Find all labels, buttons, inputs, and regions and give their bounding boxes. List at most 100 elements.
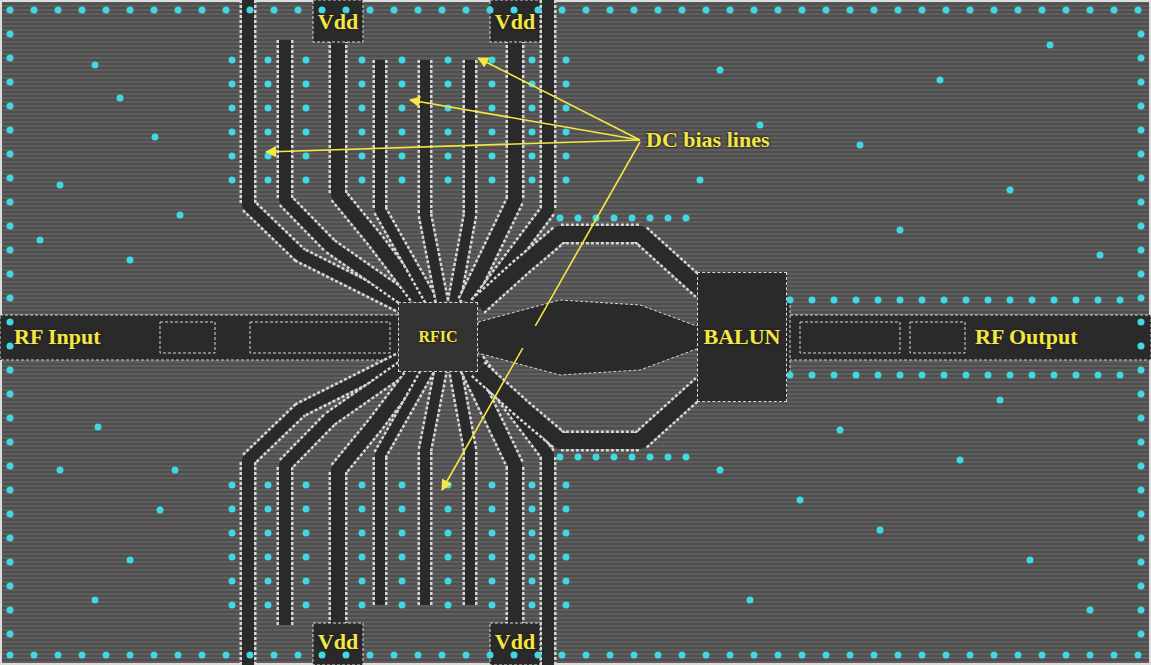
via [229, 530, 236, 537]
via [943, 652, 950, 659]
via [445, 129, 452, 136]
via [563, 177, 570, 184]
via [487, 652, 494, 659]
via [1111, 652, 1118, 659]
via [823, 7, 830, 14]
via [631, 652, 638, 659]
via [489, 506, 496, 513]
via [751, 652, 758, 659]
via [1138, 31, 1145, 38]
via [7, 343, 14, 350]
via [991, 7, 998, 14]
trace-gap [425, 363, 442, 605]
via [853, 297, 860, 304]
via [367, 652, 374, 659]
via [79, 652, 86, 659]
via [445, 57, 452, 64]
via [391, 7, 398, 14]
via [399, 482, 406, 489]
via [103, 652, 110, 659]
via [127, 557, 134, 564]
via [655, 652, 662, 659]
via [697, 177, 704, 184]
via [79, 7, 86, 14]
via [1135, 652, 1142, 659]
via [583, 7, 590, 14]
via [1007, 297, 1014, 304]
via [7, 415, 14, 422]
via [847, 652, 854, 659]
via [871, 652, 878, 659]
copper-trace [454, 363, 470, 605]
via [57, 467, 64, 474]
trace-section [250, 322, 390, 353]
via [847, 7, 854, 14]
via [7, 391, 14, 398]
via [1063, 652, 1070, 659]
via [223, 7, 230, 14]
via [57, 182, 64, 189]
via [875, 372, 882, 379]
via [1138, 151, 1145, 158]
via [1029, 297, 1036, 304]
via [967, 652, 974, 659]
via [557, 215, 564, 222]
via [229, 177, 236, 184]
via [359, 105, 366, 112]
via [1039, 652, 1046, 659]
via [489, 177, 496, 184]
via [665, 454, 672, 461]
via [103, 7, 110, 14]
via [489, 105, 496, 112]
via [7, 487, 14, 494]
via [809, 372, 816, 379]
via [1117, 372, 1124, 379]
via [303, 129, 310, 136]
via [1063, 7, 1070, 14]
trace-gap [454, 363, 470, 605]
via [271, 652, 278, 659]
via [857, 142, 864, 149]
via [7, 319, 14, 326]
vdd-pad [490, 623, 540, 665]
via [647, 215, 654, 222]
via [563, 57, 570, 64]
via [271, 7, 278, 14]
via [1138, 559, 1145, 566]
via [223, 652, 230, 659]
via [7, 55, 14, 62]
via [877, 527, 884, 534]
via [775, 652, 782, 659]
via [55, 7, 62, 14]
via [7, 127, 14, 134]
via [1073, 297, 1080, 304]
via [1138, 343, 1145, 350]
via [583, 652, 590, 659]
via [563, 129, 570, 136]
via [247, 652, 254, 659]
via [399, 554, 406, 561]
via [127, 257, 134, 264]
rf-input-trace [0, 315, 402, 360]
differential-feed [478, 326, 697, 348]
via [563, 506, 570, 513]
via [529, 129, 536, 136]
via [919, 7, 926, 14]
via [489, 482, 496, 489]
via [1138, 319, 1145, 326]
via [391, 652, 398, 659]
via [117, 95, 124, 102]
via [563, 81, 570, 88]
via [1138, 535, 1145, 542]
via [875, 297, 882, 304]
trace-gap [478, 369, 702, 441]
via [1138, 439, 1145, 446]
via [303, 578, 310, 585]
via [7, 271, 14, 278]
via [303, 554, 310, 561]
via [1138, 79, 1145, 86]
via [797, 497, 804, 504]
via [399, 578, 406, 585]
via [265, 81, 272, 88]
via [295, 652, 302, 659]
